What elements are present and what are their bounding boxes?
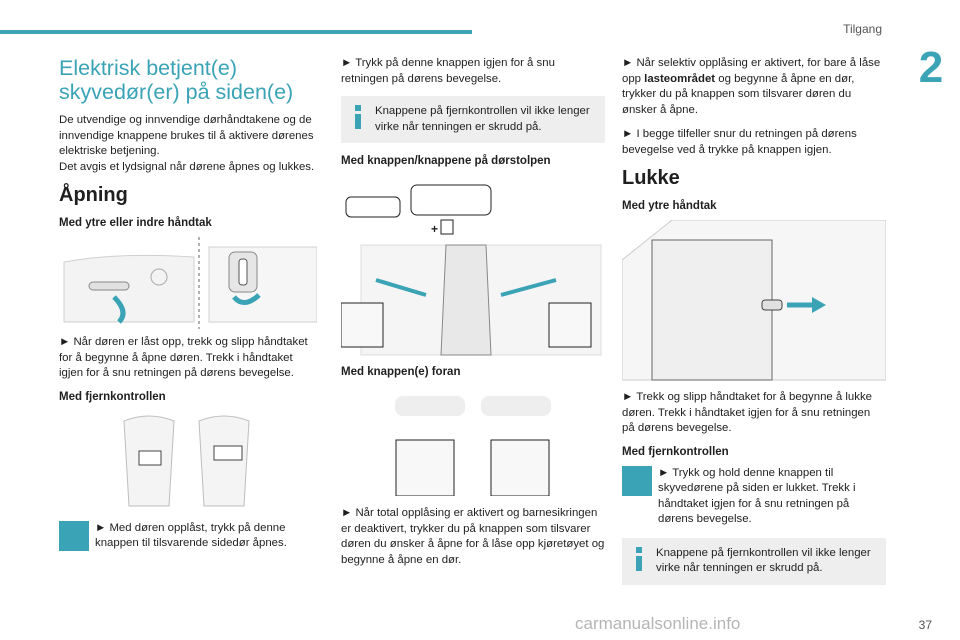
svg-text:+: + (431, 222, 438, 236)
handle-illustration (59, 237, 317, 329)
info-icon (355, 105, 361, 129)
subheading-pillar: Med knappen/knappene på dørstolpen (341, 155, 551, 167)
front-buttons-illustration (341, 386, 605, 496)
watermark: carmanualsonline.info (575, 614, 741, 633)
outer-handle-illustration (622, 220, 886, 382)
selective-text-content: ► Når selektiv opplåsing er aktivert, fo… (622, 57, 881, 116)
info-note: Knappene på fjernkontrollen vil ikke len… (341, 96, 605, 143)
bold-term: lasteområdet (644, 72, 716, 85)
subheading-remote: Med fjernkontrollen (59, 390, 166, 403)
heading-opening: Åpning (59, 184, 128, 206)
chapter-tab: 2 (902, 42, 960, 94)
header-bar (0, 30, 472, 34)
subheading-handle: Med ytre eller indre håndtak (59, 217, 212, 229)
reverse-remote-text: ► Trykk på denne knappen igjen for å snu… (341, 57, 555, 85)
front-text: ► Når total opplåsing er aktivert og bar… (341, 507, 605, 566)
page-number: 37 (918, 618, 932, 632)
subheading-front: Med knappen(e) foran (341, 366, 461, 378)
info-note-text: Knappene på fjernkontrollen vil ikke len… (375, 105, 590, 133)
handle-text: ► Når døren er låst opp, trekk og slipp … (59, 336, 308, 379)
subheading-remote-close: Med fjernkontrollen (622, 445, 729, 458)
chapter-number: 2 (918, 43, 944, 92)
subheading-outer-handle: Med ytre håndtak (622, 200, 717, 212)
remote-text: ► Med døren opplåst, trykk på denne knap… (95, 521, 287, 550)
info-icon (636, 546, 642, 571)
remote-close-instruction: ► Trykk og hold denne knappen til skyved… (622, 465, 886, 528)
heading-closing: Lukke (622, 167, 680, 189)
info-note-close: Knappene på fjernkontrollen vil ikke len… (622, 537, 886, 585)
page-title: Elektrisk betjent(e) skyvedør(er) på sid… (59, 56, 294, 104)
sliding-door-key-icon (59, 520, 89, 551)
remote-instruction: ► Med døren opplåst, trykk på denne knap… (59, 520, 317, 552)
remote-key-illustration (59, 411, 317, 511)
reverse-text: ► I begge tilfeller snur du retningen på… (622, 128, 857, 156)
info-note-close-text: Knappene på fjernkontrollen vil ikke len… (656, 546, 871, 575)
remote-close-text: ► Trykk og hold denne knappen til skyved… (658, 466, 856, 526)
column-2: ► Trykk på denne knappen igjen for å snu… (341, 56, 605, 577)
sliding-door-key-icon (622, 465, 652, 496)
column-3: ► Når selektiv opplåsing er aktivert, fo… (622, 56, 886, 597)
column-1: Elektrisk betjent(e) skyvedør(er) på sid… (59, 56, 317, 552)
outer-handle-text: ► Trekk og slipp håndtaket for å begynne… (622, 391, 872, 434)
intro-text: De utvendige og innvendige dørhåndtakene… (59, 114, 315, 173)
pillar-buttons-illustration: + (341, 175, 605, 358)
selective-text: ► Når selektiv opplåsing er aktivert, fo… (622, 56, 886, 118)
section-name: Tilgang (843, 22, 882, 36)
